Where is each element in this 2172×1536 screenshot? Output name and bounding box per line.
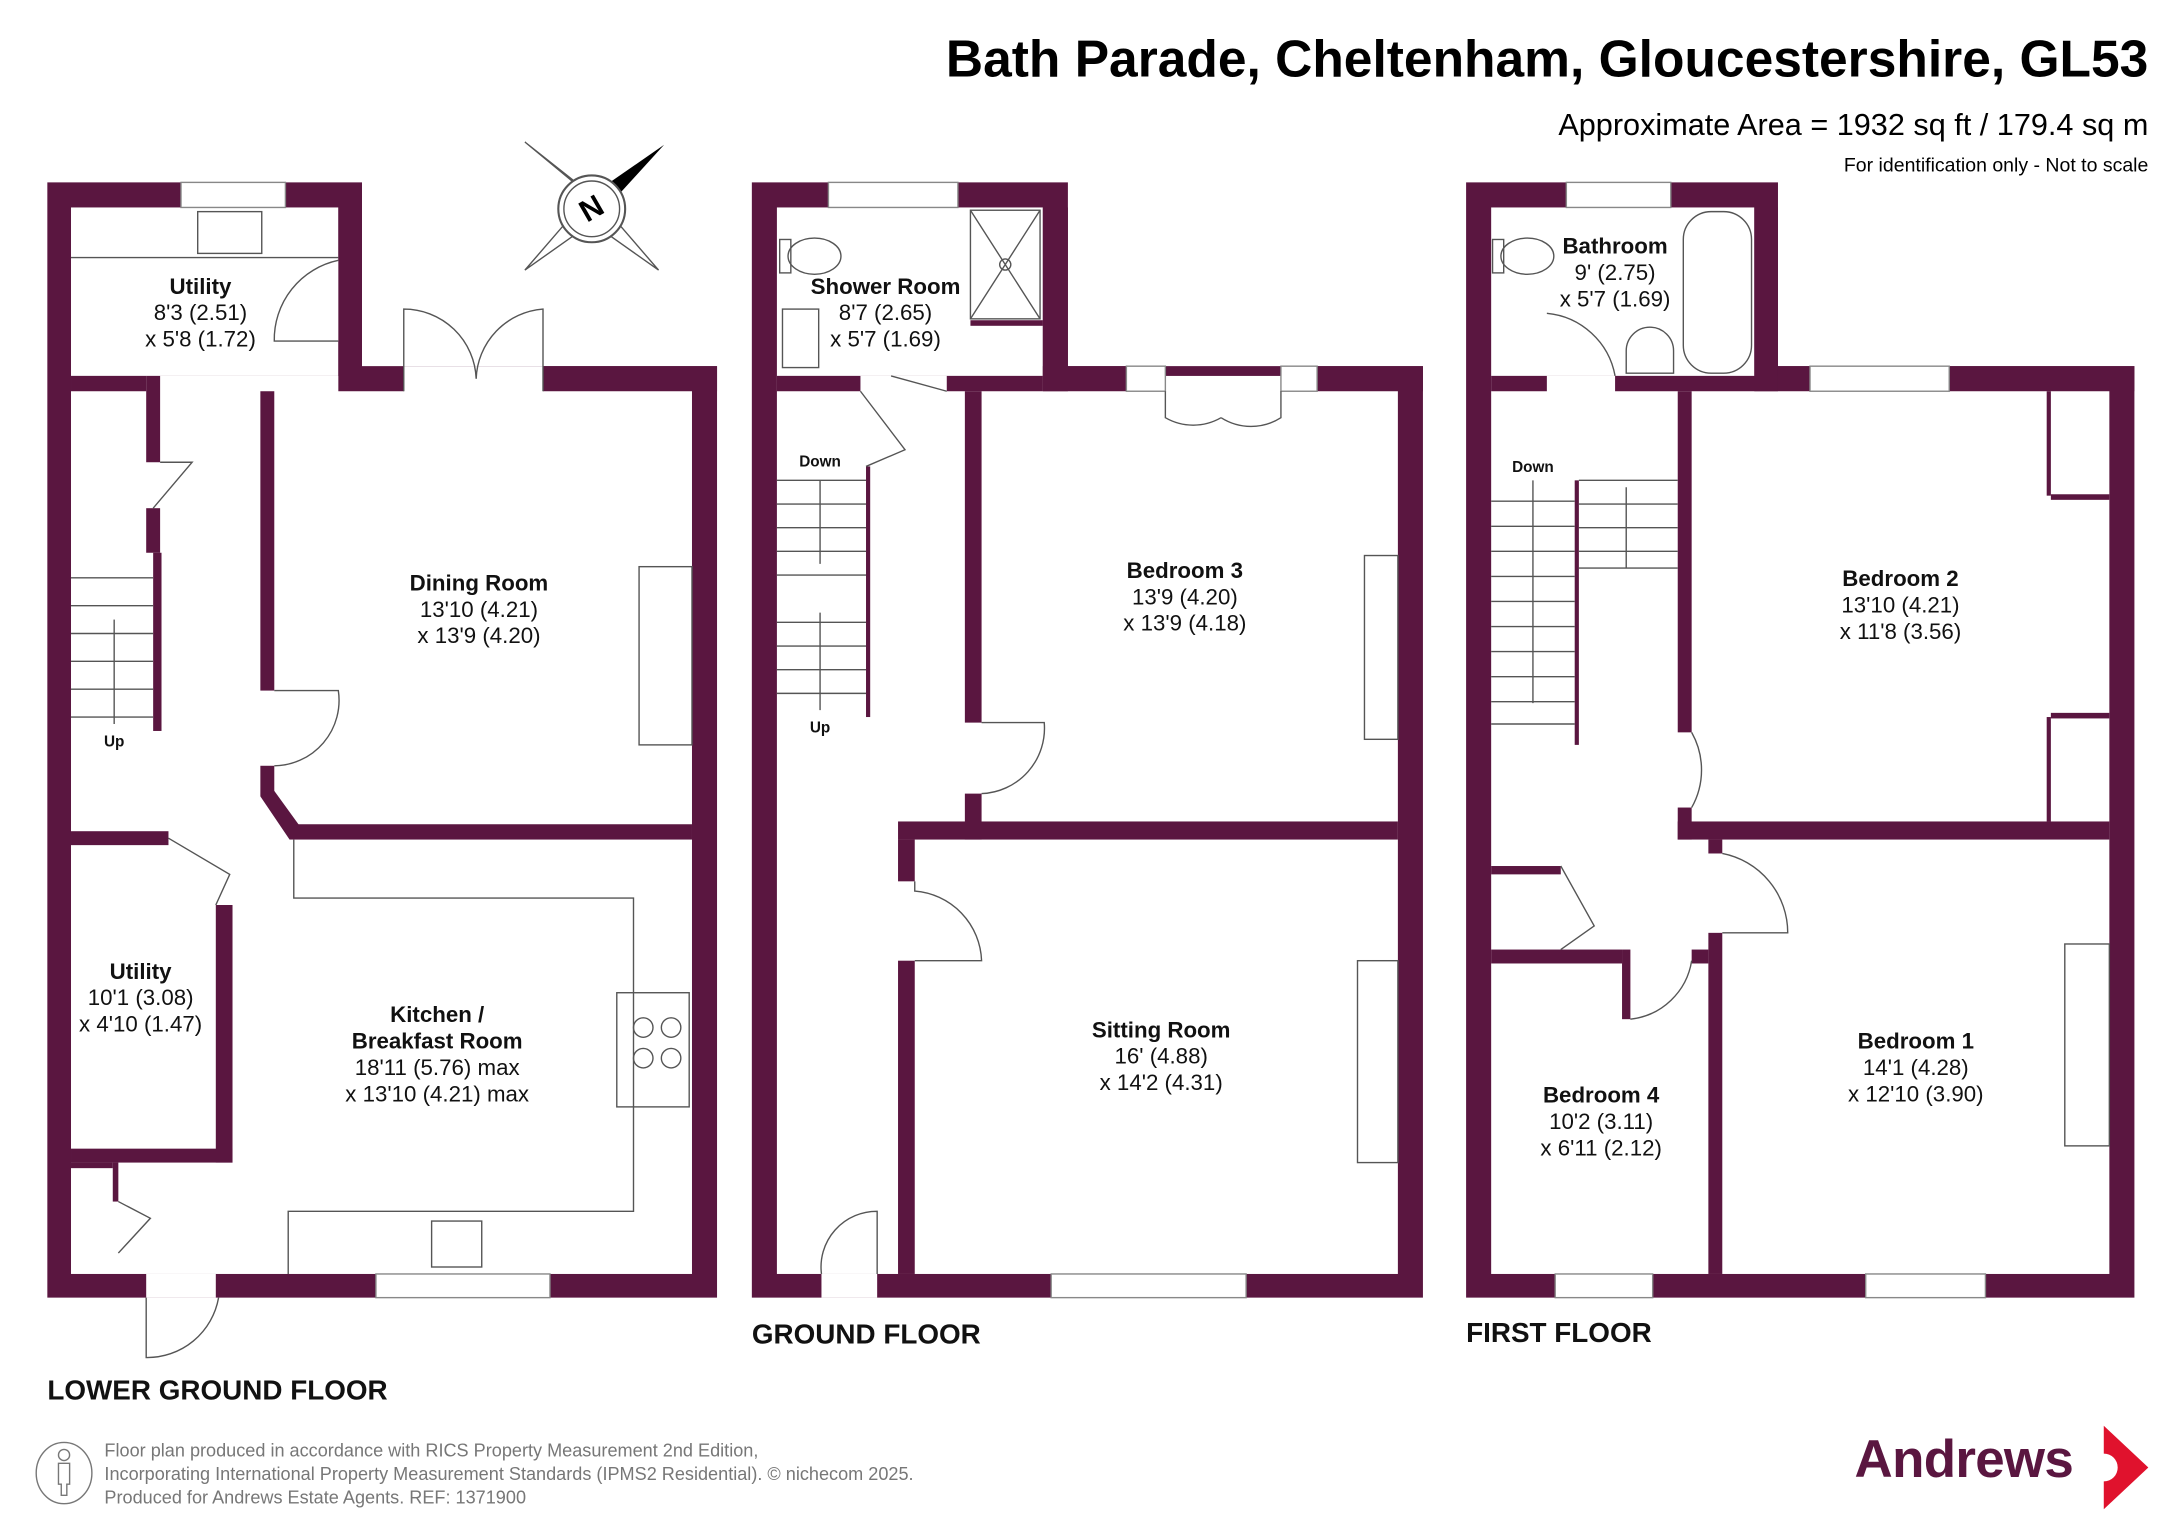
- room-dimension: 10'1 (3.08): [87, 987, 194, 1011]
- room-dimension: x 13'9 (4.18): [1123, 612, 1247, 637]
- stairs-up-label: Up: [809, 719, 831, 737]
- room-dimension: x 4'10 (1.47): [79, 1013, 203, 1038]
- approximate-area: Approximate Area = 1932 sq ft / 179.4 sq…: [1558, 107, 2149, 143]
- room-dimension: 8'3 (2.51): [153, 302, 248, 326]
- room-dimension: x 12'10 (3.90): [1848, 1083, 1984, 1107]
- room-name: Shower Room: [810, 275, 961, 300]
- room-name: Bedroom 2: [1842, 568, 1959, 592]
- windows: [146, 181, 1987, 1299]
- room-name: Utility: [109, 960, 172, 985]
- floor-label-first: FIRST FLOOR: [1466, 1318, 1652, 1350]
- compass-icon: [524, 141, 665, 271]
- room-name: Dining Room: [409, 572, 549, 596]
- room-dimension: 14'1 (4.28): [1862, 1056, 1969, 1081]
- room-dimension: x 13'9 (4.20): [417, 625, 541, 649]
- room-name: Bedroom 4: [1542, 1084, 1660, 1109]
- room-dimension: x 13'10 (4.21) max: [345, 1083, 530, 1107]
- floor-label-lower-ground: LOWER GROUND FLOOR: [47, 1375, 388, 1407]
- room-dimension: x 5'8 (1.72): [145, 328, 256, 353]
- room-name: Sitting Room: [1091, 1019, 1231, 1043]
- floor-label-ground: GROUND FLOOR: [751, 1319, 981, 1351]
- interior-walls: [71, 207, 2135, 1274]
- room-dimension: 16' (4.88): [1114, 1045, 1208, 1070]
- room-name: Bedroom 3: [1126, 559, 1244, 584]
- room-dimension: x 5'7 (1.69): [1559, 288, 1671, 312]
- room-dimension: x 6'11 (2.12): [1540, 1137, 1662, 1162]
- andrews-logo-arrow-icon: [2103, 1425, 2149, 1510]
- room-dimension: x 14'2 (4.31): [1099, 1072, 1223, 1096]
- stairs-down-label: Down: [1512, 459, 1554, 477]
- room-name: Utility: [169, 275, 232, 300]
- andrews-logo: Andrews: [1854, 1431, 2074, 1490]
- footer-line: Floor plan produced in accordance with R…: [104, 1439, 759, 1461]
- room-dimension: 18'11 (5.76) max: [354, 1056, 520, 1081]
- room-dimension: x 11'8 (3.56): [1839, 620, 1962, 645]
- room-dimension: 13'10 (4.21): [419, 598, 539, 623]
- room-dimension: 10'2 (3.11): [1549, 1111, 1654, 1135]
- footer-line: Incorporating International Property Mea…: [104, 1463, 914, 1485]
- room-name: Kitchen / Breakfast Room: [351, 1003, 523, 1054]
- scale-disclaimer: For identification only - Not to scale: [1843, 153, 2149, 176]
- room-dimension: x 5'7 (1.69): [830, 328, 941, 353]
- room-name: Bedroom 1: [1857, 1030, 1974, 1054]
- room-dimension: 8'7 (2.65): [838, 302, 933, 326]
- fixtures-and-doors: [71, 209, 2111, 1359]
- stairs-up-label: Up: [103, 733, 125, 751]
- room-name: Bathroom: [1562, 235, 1668, 259]
- room-dimension: 13'9 (4.20): [1131, 586, 1238, 610]
- footer-line: Produced for Andrews Estate Agents. REF:…: [104, 1486, 527, 1508]
- page-title: Bath Parade, Cheltenham, Gloucestershire…: [945, 30, 2149, 88]
- stairs-down-label: Down: [799, 453, 841, 471]
- person-scale-icon: [35, 1441, 93, 1505]
- room-dimension: 13'10 (4.21): [1841, 594, 1960, 619]
- room-dimension: 9' (2.75): [1574, 261, 1656, 286]
- footer-notes: Floor plan produced in accordance with R…: [104, 1438, 913, 1509]
